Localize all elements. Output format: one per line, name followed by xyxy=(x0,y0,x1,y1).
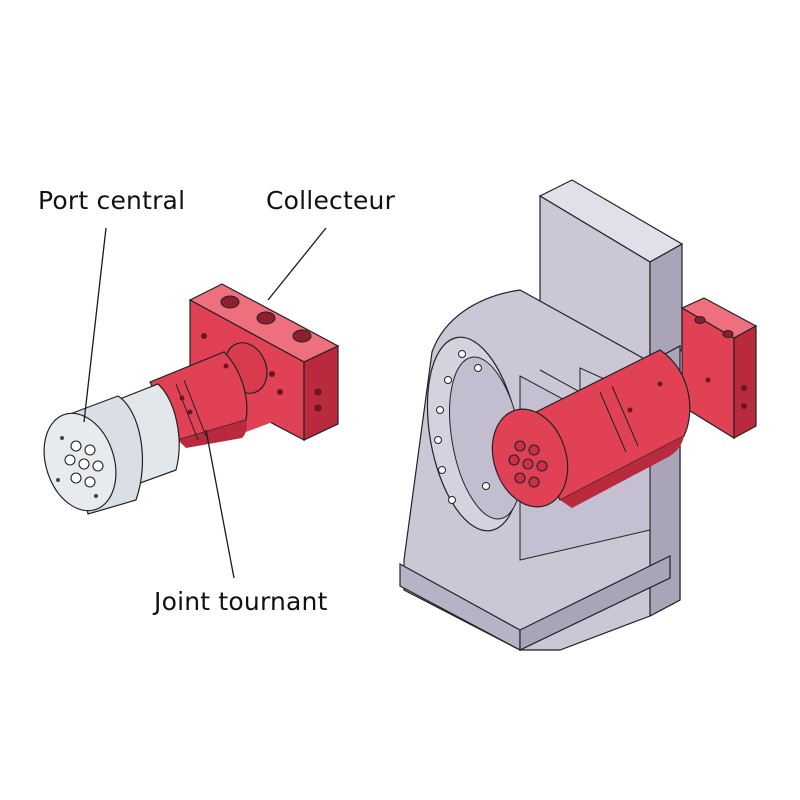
cap-small-hole xyxy=(60,436,64,440)
installed-rotary-joint xyxy=(491,349,691,508)
installed-collector-hole xyxy=(694,316,706,324)
shaft-mid-shade xyxy=(178,420,247,448)
label-port-central: Port central xyxy=(38,186,186,215)
collector-port xyxy=(269,371,275,377)
installed-collector xyxy=(680,297,758,440)
installed-collector-port xyxy=(705,377,711,383)
installed-shaft-shade xyxy=(560,436,684,508)
shaft-port xyxy=(179,395,185,401)
leader-lines xyxy=(83,227,327,579)
leader-joint-tournant xyxy=(205,429,235,579)
label-joint-tournant: Joint tournant xyxy=(154,587,328,616)
shaft-port xyxy=(187,409,193,415)
central-port-cap xyxy=(43,383,180,515)
installed-shaft-port xyxy=(627,407,633,413)
shaft-groove xyxy=(175,383,199,441)
collector-hole xyxy=(220,295,240,309)
collector-port xyxy=(314,388,322,396)
installed-collector-port xyxy=(741,385,747,391)
installed-joint-port-holes xyxy=(508,440,548,488)
installed-collector-hole xyxy=(722,330,734,338)
shaft-groove xyxy=(183,379,207,437)
housing-slot xyxy=(539,367,621,393)
installed-collector-port xyxy=(741,403,747,409)
installed-shaft-port xyxy=(657,381,663,387)
installed-collector-side xyxy=(733,324,757,440)
shaft-port xyxy=(223,363,229,369)
cap-small-hole xyxy=(56,478,60,482)
leader-port-central xyxy=(83,227,107,423)
cap-port-holes xyxy=(64,440,104,488)
collector-hole xyxy=(256,311,276,325)
leader-collecteur xyxy=(267,227,327,301)
collector-hole xyxy=(292,329,312,343)
installed-shaft-groove xyxy=(599,391,627,453)
installed-joint-face xyxy=(491,408,569,508)
housing-base-side xyxy=(519,555,671,651)
cap-small-hole xyxy=(94,494,98,498)
installed-shaft-groove xyxy=(611,385,639,447)
collector-port xyxy=(314,404,322,412)
flange-bolt-holes xyxy=(434,350,490,504)
label-collecteur: Collecteur xyxy=(266,186,396,215)
collector-port xyxy=(201,333,207,339)
collector-port xyxy=(277,389,283,395)
